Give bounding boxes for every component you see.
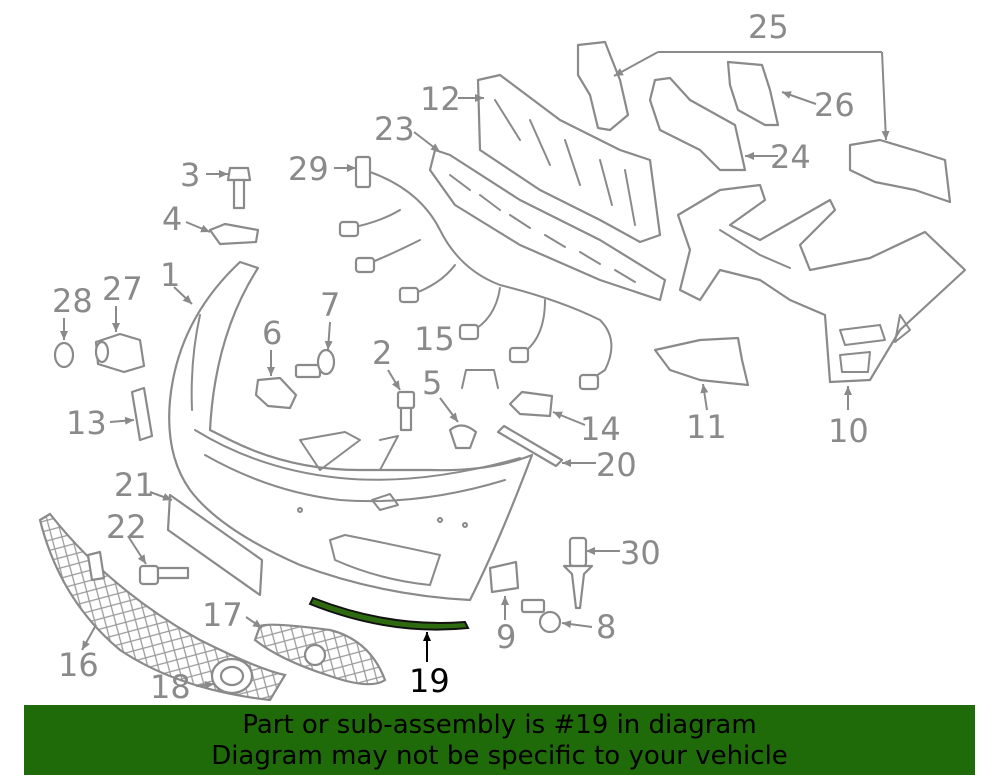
callout-26: 26 [814, 86, 855, 124]
callout-28: 28 [52, 282, 93, 320]
bolt-part-2 [396, 390, 416, 432]
callout-5: 5 [422, 364, 442, 402]
sensor-part-30 [562, 536, 594, 610]
clip-part-5 [448, 424, 478, 450]
callout-19: 19 [409, 662, 450, 700]
callout-12: 12 [420, 80, 461, 118]
bracket-part-25b [848, 138, 952, 204]
sensor-part-27 [94, 332, 146, 374]
callout-10: 10 [828, 412, 869, 450]
trim-ring-part [210, 657, 254, 695]
callout-4: 4 [162, 200, 182, 238]
side-grille-part [253, 623, 387, 686]
callout-1: 1 [160, 256, 180, 294]
callout-6: 6 [262, 314, 282, 352]
energy-absorber-part [428, 148, 667, 302]
bracket-part-25a [576, 40, 630, 132]
banner-line-1: Part or sub-assembly is #19 in diagram [242, 710, 757, 740]
bolt-part-7 [294, 348, 336, 379]
callout-18: 18 [150, 668, 191, 706]
callout-15: 15 [414, 320, 455, 358]
callout-17: 17 [202, 596, 243, 634]
callout-7: 7 [320, 286, 340, 324]
bumper-cover-part [168, 260, 534, 602]
callout-labels: 1 2 3 4 5 6 7 8 9 10 11 12 13 14 15 16 1… [52, 8, 869, 706]
bracket-part-15 [461, 369, 499, 389]
callout-25: 25 [748, 8, 789, 46]
callout-3: 3 [180, 156, 200, 194]
impact-absorber-part [476, 73, 662, 244]
callout-24: 24 [770, 138, 811, 176]
callout-14: 14 [580, 410, 621, 448]
callout-23: 23 [374, 110, 415, 148]
bracket-part-24 [648, 76, 747, 172]
callout-8: 8 [596, 608, 616, 646]
banner-line-2: Diagram may not be specific to your vehi… [211, 741, 788, 771]
bracket-part-11 [653, 336, 750, 387]
bracket-part-26 [726, 60, 780, 127]
bracket-assembly-part [676, 183, 967, 384]
clip-part-4 [208, 222, 260, 246]
screw-part-22 [138, 564, 190, 586]
screw-part-8 [520, 598, 562, 634]
callout-2: 2 [372, 334, 392, 372]
callout-22: 22 [106, 508, 147, 546]
callout-16: 16 [58, 646, 99, 684]
leader-lines [60, 51, 890, 689]
callout-27: 27 [102, 270, 143, 308]
bracket-part-13 [130, 386, 154, 442]
callout-21: 21 [114, 466, 155, 504]
callout-29: 29 [288, 150, 329, 188]
info-banner: Part or sub-assembly is #19 in diagram D… [24, 705, 975, 775]
callout-9: 9 [496, 618, 516, 656]
sensor-holder-part-6 [254, 376, 298, 410]
callout-20: 20 [596, 446, 637, 484]
callout-13: 13 [66, 404, 107, 442]
wiring-harness-part [338, 155, 613, 391]
screw-part-3 [226, 166, 252, 210]
license-bracket-part-21 [166, 493, 264, 597]
clip-part-9 [488, 560, 520, 594]
bracket-part-14 [508, 390, 554, 418]
callout-11: 11 [686, 408, 727, 446]
ring-part-28 [53, 341, 75, 369]
lower-molding-part-19 [308, 596, 470, 631]
lower-grille-part [38, 512, 287, 702]
callout-30: 30 [620, 534, 661, 572]
